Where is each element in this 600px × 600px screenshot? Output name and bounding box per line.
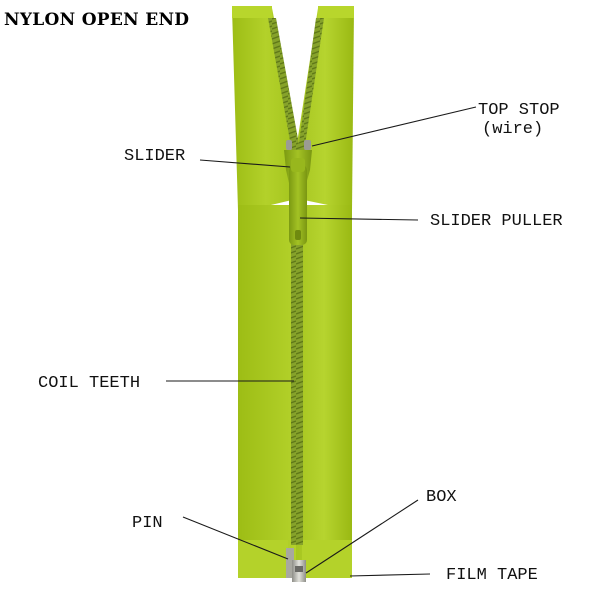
label-pin: PIN bbox=[132, 514, 163, 533]
coil-teeth bbox=[291, 205, 303, 545]
right-top-film bbox=[318, 6, 354, 18]
pin-leader bbox=[182, 516, 289, 560]
box-leader bbox=[305, 499, 419, 574]
top-stop-leader bbox=[311, 106, 477, 147]
zipper bbox=[232, 6, 354, 582]
slider-puller-leader bbox=[299, 217, 419, 221]
bottom-film-left bbox=[238, 540, 288, 578]
top-stop-wire bbox=[304, 140, 311, 150]
coil-teeth-upper-right bbox=[298, 18, 324, 152]
label-film-tape: FILM TAPE bbox=[446, 566, 538, 585]
label-box: BOX bbox=[426, 488, 457, 507]
diagram-title: NYLON OPEN END bbox=[4, 10, 189, 30]
label-top-stop: TOP STOP bbox=[478, 101, 560, 120]
left-top-film bbox=[232, 6, 272, 18]
slider-puller bbox=[289, 165, 307, 245]
label-top-stop-sub: (wire) bbox=[482, 120, 543, 139]
left-tape-upper bbox=[232, 8, 300, 210]
leader-lines bbox=[166, 106, 477, 577]
lower-tape-right-shade bbox=[296, 205, 352, 578]
top-stop-wire-left bbox=[286, 140, 292, 150]
pin bbox=[286, 548, 294, 578]
labels: TOP STOP (wire) SLIDER SLIDER PULLER COI… bbox=[38, 101, 563, 585]
film-tape-leader bbox=[349, 573, 431, 577]
box-slot bbox=[295, 566, 303, 572]
coil-teeth-upper-left bbox=[268, 18, 300, 152]
label-slider: SLIDER bbox=[124, 147, 185, 166]
slider-puller-cap bbox=[291, 158, 305, 172]
slider-puller-slot bbox=[295, 230, 301, 240]
slider-leader bbox=[199, 159, 291, 168]
label-slider-puller: SLIDER PULLER bbox=[430, 212, 563, 231]
label-coil-teeth: COIL TEETH bbox=[38, 374, 140, 393]
